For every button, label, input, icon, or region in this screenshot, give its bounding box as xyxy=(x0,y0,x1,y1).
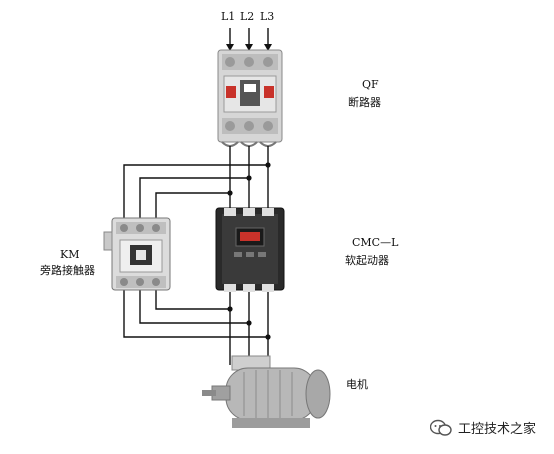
watermark: 工控技术之家 xyxy=(430,418,536,437)
phase-label-l1: L1 xyxy=(221,10,236,23)
soft-starter-name: 软起动器 xyxy=(345,254,389,267)
motor xyxy=(202,355,331,428)
motor-name: 电机 xyxy=(346,378,368,391)
phase-label-l2: L2 xyxy=(240,10,255,23)
bypass-contactor-code: KM xyxy=(60,248,80,261)
supply-arrows xyxy=(226,44,272,51)
junction-dots xyxy=(227,162,271,340)
breaker-name: 断路器 xyxy=(348,96,381,109)
soft-starter xyxy=(215,207,285,292)
bypass-contactor xyxy=(103,217,171,291)
soft-starter-code: CMC—L xyxy=(352,236,399,249)
breaker-code: QF xyxy=(362,78,379,91)
wechat-icon xyxy=(430,419,452,436)
watermark-text: 工控技术之家 xyxy=(458,422,537,437)
circuit-breaker xyxy=(217,49,283,147)
phase-label-l3: L3 xyxy=(260,10,275,23)
bypass-contactor-name: 旁路接触器 xyxy=(40,264,95,277)
